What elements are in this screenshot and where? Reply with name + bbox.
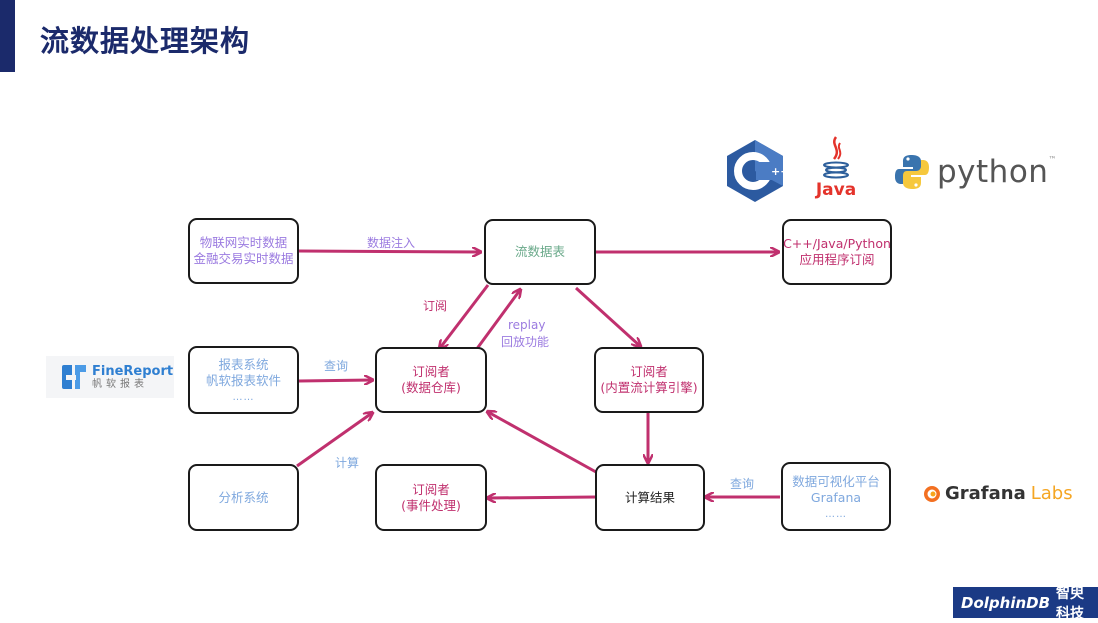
node-visualization-line2: Grafana (810, 489, 862, 505)
grafana-logo-text: Grafana (945, 483, 1026, 504)
dolphindb-logo-en: DolphinDB (961, 593, 1051, 612)
label-compute: 计算 (335, 456, 360, 470)
arrow-report-to-warehouse (298, 380, 372, 381)
page-title: 流数据处理架构 (40, 24, 251, 58)
node-app-subscribe-line2: 应用程序订阅 (799, 252, 875, 267)
node-analysis-system[interactable]: 分析系统 (188, 464, 299, 531)
arrow-result-to-warehouse (488, 412, 597, 474)
node-report-system-line2: 帆软报表软件 (205, 373, 281, 388)
grafana-logo: Grafana Labs (922, 483, 1073, 504)
node-data-source-line2: 金融交易实时数据 (193, 251, 294, 266)
finereport-icon (62, 365, 86, 389)
java-cup-icon (823, 136, 849, 179)
node-visualization-ellipsis: …… (825, 508, 847, 520)
node-compute-result[interactable]: 计算结果 (595, 464, 705, 531)
node-compute-result-label: 计算结果 (624, 489, 675, 505)
python-snake-icon (895, 155, 929, 189)
java-logo-text: Java (815, 180, 857, 200)
node-report-system-ellipsis: …… (232, 392, 255, 403)
arrow-source-to-stream (298, 251, 480, 252)
node-data-source[interactable]: 物联网实时数据 金融交易实时数据 (188, 218, 299, 284)
cpp-hexagon-icon: ++ (727, 140, 786, 202)
node-visualization[interactable]: 数据可视化平台 Grafana …… (781, 462, 891, 531)
node-event-line1: 订阅者 (412, 481, 450, 497)
node-stream-table-label: 流数据表 (514, 244, 565, 259)
dolphindb-logo-cn: 智臾科技 (1056, 585, 1085, 622)
python-logo: python ™ (893, 153, 1056, 191)
node-subscriber-event[interactable]: 订阅者 (事件处理) (375, 464, 487, 531)
label-replay-en: replay (508, 318, 546, 332)
cpp-logo: ++ (724, 138, 786, 204)
node-warehouse-line1: 订阅者 (412, 364, 450, 379)
label-data-inject: 数据注入 (367, 236, 416, 250)
node-report-system[interactable]: 报表系统 帆软报表软件 …… (188, 346, 299, 414)
node-app-subscribe-line1: C++/Java/Python (783, 236, 891, 251)
arrow-analysis-to-warehouse (296, 413, 372, 468)
python-logo-text: python (937, 154, 1049, 190)
node-analysis-system-label: 分析系统 (218, 489, 269, 505)
label-query-report: 查询 (324, 359, 349, 373)
node-subscriber-warehouse[interactable]: 订阅者 (数据仓库) (375, 347, 487, 413)
finereport-logo-en: FineReport (92, 363, 174, 379)
arrow-stream-to-warehouse (440, 284, 490, 348)
finereport-logo-cn: 帆软报表 (92, 378, 148, 390)
label-replay-cn: 回放功能 (501, 335, 550, 349)
dolphindb-logo: DolphinDB 智臾科技 (953, 586, 1098, 622)
node-warehouse-line2: (数据仓库) (401, 380, 461, 395)
grafana-labs-text: Labs (1030, 483, 1073, 504)
label-subscribe: 订阅 (423, 299, 448, 313)
node-visualization-line1: 数据可视化平台 (792, 473, 880, 489)
arrow-stream-to-engine (574, 286, 640, 346)
node-data-source-line1: 物联网实时数据 (199, 235, 288, 250)
java-logo: Java (815, 135, 857, 199)
node-stream-table[interactable]: 流数据表 (484, 219, 596, 285)
grafana-gear-icon (924, 485, 940, 502)
python-tm: ™ (1048, 155, 1057, 164)
node-event-line2: (事件处理) (401, 497, 461, 513)
finereport-logo: FineReport 帆软报表 (46, 356, 174, 398)
title-accent-bar (0, 0, 15, 72)
node-report-system-line1: 报表系统 (218, 357, 269, 372)
arrow-warehouse-to-stream (474, 290, 520, 351)
node-engine-line2: (内置流计算引擎) (600, 380, 698, 395)
arrow-result-to-event (488, 497, 597, 498)
node-app-subscribe[interactable]: C++/Java/Python 应用程序订阅 (782, 219, 892, 285)
node-subscriber-engine[interactable]: 订阅者 (内置流计算引擎) (594, 347, 704, 413)
node-engine-line1: 订阅者 (630, 364, 668, 379)
label-query-viz: 查询 (730, 477, 755, 491)
svg-text:++: ++ (771, 165, 786, 178)
